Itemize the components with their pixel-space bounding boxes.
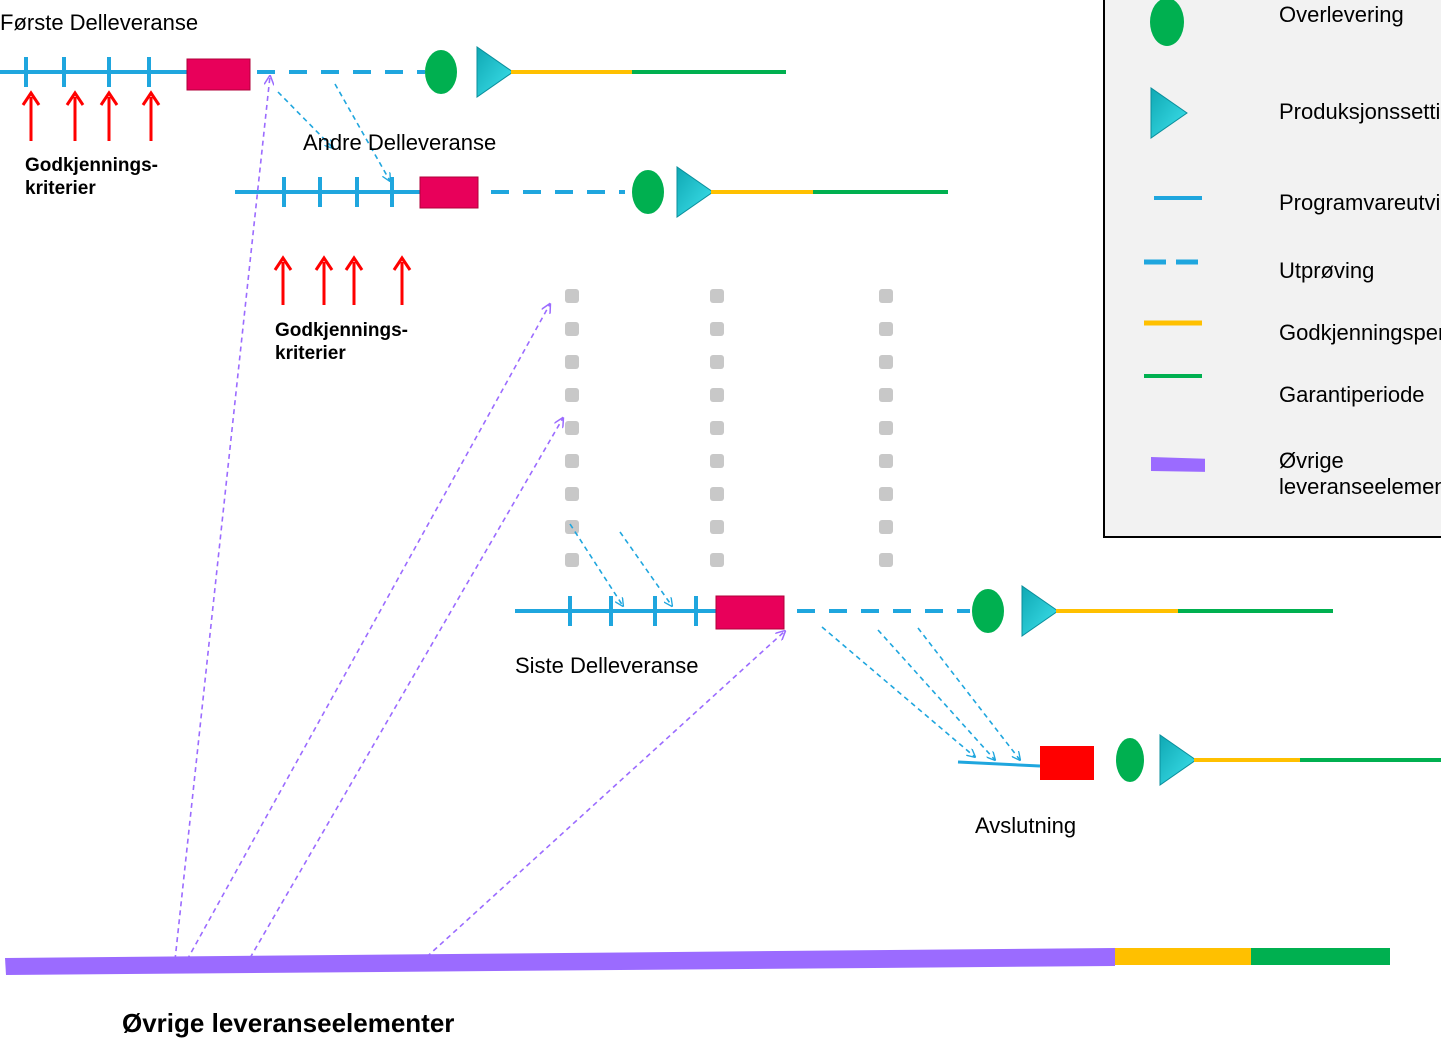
placeholder-square (879, 487, 893, 501)
placeholder-square (710, 487, 724, 501)
first-milestone-box (186, 58, 251, 91)
placeholder-square (710, 421, 724, 435)
last-milestone-box (715, 595, 785, 630)
criteria-arrow-first-head (141, 90, 161, 106)
placeholder-square (879, 355, 893, 369)
placeholder-square (565, 487, 579, 501)
placeholder-square (879, 421, 893, 435)
production-triangle-icon (1150, 87, 1188, 139)
dependency-arrow (277, 91, 333, 148)
other-elements-approval-segment (1115, 948, 1251, 965)
other-elements-label: Øvrige leveranseelementer (122, 1008, 455, 1038)
criteria-arrow-first-head (21, 90, 41, 106)
placeholder-square (710, 322, 724, 336)
other-elements-warranty-segment (1251, 948, 1390, 965)
placeholder-square (565, 388, 579, 402)
placeholder-square (565, 454, 579, 468)
handover-oval-icon (1150, 0, 1184, 46)
placeholder-square (710, 388, 724, 402)
legend-label-approval: Godkjenningsperiode (1279, 320, 1441, 345)
criteria-arrow-first-head (65, 90, 85, 106)
dependency-arrow (619, 531, 672, 606)
legend-label-other-elements: Øvrige leveranseelementer (1279, 448, 1441, 500)
criteria-label-2-line1: Godkjennings- (275, 320, 408, 341)
legend-label-handover: Overlevering (1279, 2, 1404, 27)
criteria-label-2: Godkjennings- kriterier (275, 319, 408, 365)
criteria-label-1-line1: Godkjennings- (25, 155, 158, 176)
other-elements-arrow (249, 418, 563, 959)
criteria-arrow-first-head (99, 90, 119, 106)
second-production-triangle-icon (676, 166, 714, 218)
closing-box (1040, 746, 1094, 780)
placeholder-square (710, 289, 724, 303)
placeholder-square (565, 553, 579, 567)
dependency-arrow (877, 629, 995, 760)
legend-box: Overlevering Produksjonssetting Programv… (1103, 0, 1441, 538)
last-delivery-label: Siste Delleveranse (515, 653, 699, 678)
last-production-triangle-icon (1021, 585, 1059, 637)
placeholder-square (565, 421, 579, 435)
second-milestone-box (419, 176, 479, 209)
closing-development-line (957, 760, 1041, 768)
other-elements-arrow (174, 76, 270, 961)
dependency-arrow (569, 523, 623, 606)
legend-label-warranty: Garantiperiode (1279, 382, 1425, 407)
placeholder-square (710, 355, 724, 369)
legend-symbols (1144, 0, 1205, 472)
placeholder-square (879, 553, 893, 567)
dependency-arrow (821, 626, 975, 757)
placeholder-square (565, 289, 579, 303)
legend-label-production: Produksjonssetting (1279, 99, 1441, 124)
placeholder-square (879, 289, 893, 303)
legend-label-testing: Utprøving (1279, 258, 1375, 283)
placeholder-square (565, 322, 579, 336)
last-handover-oval-icon (972, 589, 1004, 633)
placeholder-square (879, 322, 893, 336)
other-elements-bar (5, 948, 1115, 975)
first-handover-oval-icon (425, 50, 457, 94)
placeholder-square (879, 454, 893, 468)
placeholder-square (710, 520, 724, 534)
criteria-arrow-second-head (273, 255, 293, 271)
closing-label: Avslutning (975, 813, 1077, 838)
other-elements-arrow (186, 304, 550, 961)
placeholder-square (565, 355, 579, 369)
first-production-triangle-icon (476, 46, 514, 98)
placeholder-square (879, 520, 893, 534)
second-handover-oval-icon (632, 170, 664, 214)
placeholder-square (710, 553, 724, 567)
first-delivery-label: Første Delleveranse (0, 10, 199, 35)
legend-label-other-line1: Øvrige (1279, 448, 1344, 473)
criteria-label-2-line2: kriterier (275, 343, 346, 364)
closing-handover-oval-icon (1116, 738, 1144, 782)
placeholder-square (879, 388, 893, 402)
closing-production-triangle-icon (1159, 734, 1197, 786)
other-elements-bar-icon (1151, 457, 1205, 472)
placeholder-square (710, 454, 724, 468)
criteria-label-1: Godkjennings- kriterier (25, 154, 158, 200)
other-elements-arrow (419, 631, 785, 964)
criteria-arrow-second-head (344, 255, 364, 271)
legend-label-other-line2: leveranseelementer (1279, 474, 1441, 499)
second-delivery-label: Andre Delleveranse (303, 130, 497, 155)
dependency-arrow (917, 627, 1020, 760)
criteria-arrow-second-head (392, 255, 412, 271)
criteria-arrow-second-head (314, 255, 334, 271)
criteria-label-1-line2: kriterier (25, 178, 96, 199)
legend-label-development: Programvareutvikling (1279, 190, 1441, 215)
dependency-arrow (334, 83, 390, 181)
